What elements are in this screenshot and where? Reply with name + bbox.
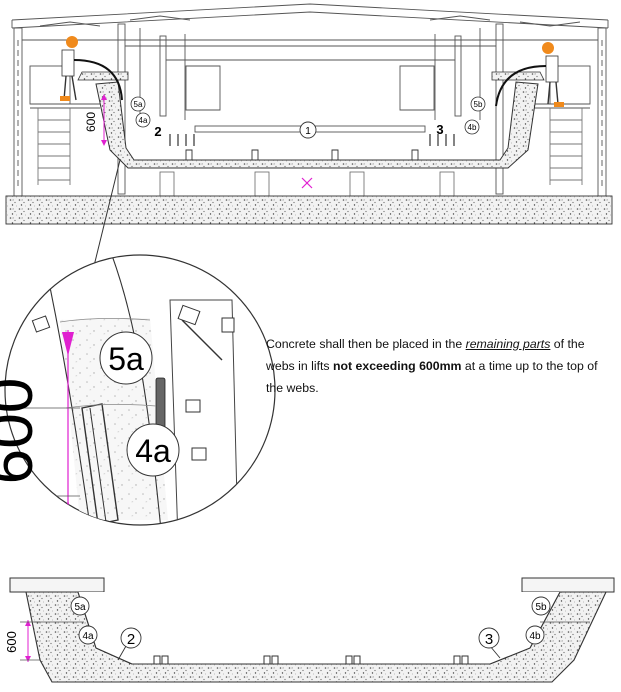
dimension-600-detail-label: 600 <box>0 378 46 485</box>
label-5b-bottom: 5b <box>535 602 547 613</box>
dimension-600-top-label: 600 <box>84 112 98 132</box>
label-3-bottom: 3 <box>485 631 493 648</box>
instruction-strong: not exceeding 600mm <box>332 359 462 373</box>
box-girder-section-bottom <box>9 577 615 683</box>
dimension-600-bottom: 600 <box>4 620 40 662</box>
box-girder-section-top <box>77 71 545 197</box>
dimension-600-top: 600 <box>84 94 107 146</box>
label-4b-bottom: 4b <box>529 631 541 642</box>
label-1: 1 <box>305 126 311 137</box>
label-4a-top: 4a <box>139 116 148 125</box>
label-2-bottom: 2 <box>127 631 135 648</box>
instruction-emphasis: remaining parts <box>465 337 551 351</box>
centerline-marker <box>301 177 313 189</box>
dimension-600-bottom-label: 600 <box>4 631 19 653</box>
label-5b-top: 5b <box>474 100 483 109</box>
label-5a-detail: 5a <box>108 341 144 377</box>
instruction-text: Concrete shall then be placed in the rem… <box>266 333 616 399</box>
ground-slab <box>5 195 613 225</box>
label-4b-top: 4b <box>468 123 477 132</box>
magnifier-leader <box>92 159 121 271</box>
top-callouts: 1 2 3 5a 4a 5b 4b <box>130 96 486 139</box>
worker-left <box>60 36 123 101</box>
instruction-part1: Concrete shall then be placed in the <box>266 337 466 351</box>
label-4a-bottom: 4a <box>82 631 94 642</box>
magnified-web-detail: 5a 4a 600 <box>0 254 276 526</box>
label-3-top: 3 <box>436 122 443 137</box>
vibrator-pokers <box>169 134 455 146</box>
bottom-callouts: 5a 4a 2 3 5b 4b <box>70 596 551 649</box>
label-5a-bottom: 5a <box>74 602 86 613</box>
formwork-traveller-elevation <box>11 3 609 197</box>
label-2-top: 2 <box>154 124 161 139</box>
worker-right <box>495 42 564 107</box>
label-4a-detail: 4a <box>135 433 171 469</box>
instruction-part3: at a time up to the top of the webs. <box>266 359 598 395</box>
label-5a-top: 5a <box>134 100 143 109</box>
instruction-part2: of the webs in lifts <box>266 337 585 373</box>
